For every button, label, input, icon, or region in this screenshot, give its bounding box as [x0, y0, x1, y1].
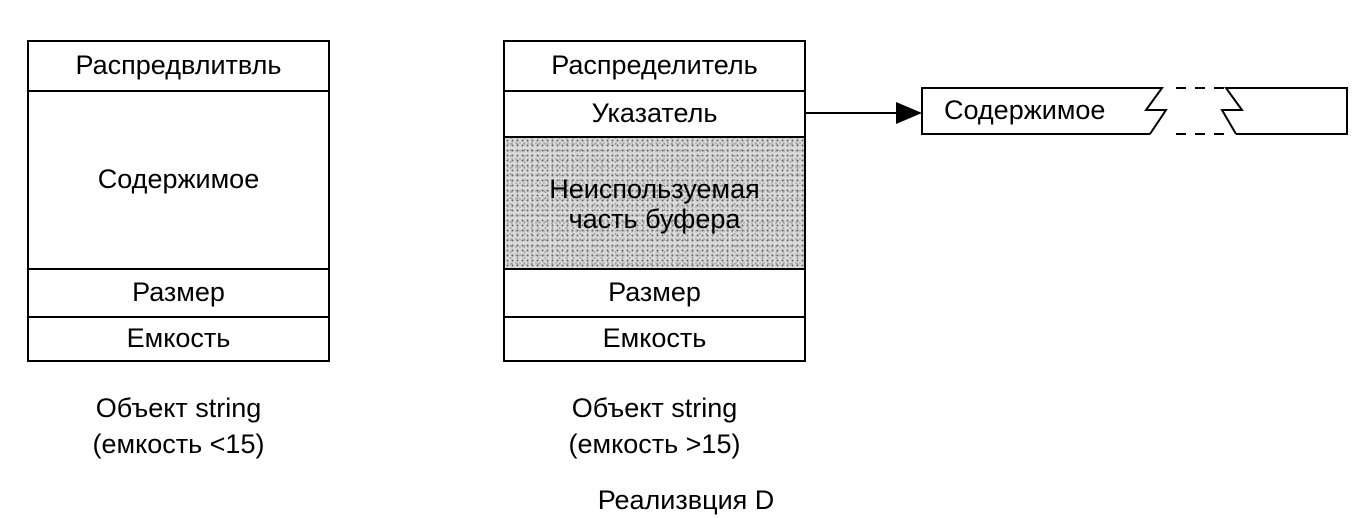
- left-size-cell: Размер: [29, 268, 328, 316]
- left-content-cell: Содержимое: [29, 90, 328, 268]
- right-allocator-cell: Распределитель: [551, 50, 758, 81]
- left-allocator-cell: Распредвлитвль: [75, 50, 282, 81]
- left-caption-line1: Объект string: [95, 393, 262, 423]
- left-caption: Объект string (емкость <15): [27, 390, 330, 462]
- heap-buffer: [921, 87, 1348, 135]
- footer-title: Реализвция D: [597, 485, 775, 515]
- right-unused-buffer-label: Неиспользуемая часть буфера: [549, 174, 760, 234]
- heap-buffer-label: Содержимое: [944, 95, 1106, 125]
- right-pointer-cell: Указатель: [505, 90, 804, 136]
- left-caption-line2: (емкость <15): [92, 429, 265, 459]
- right-caption-line1: Объект string: [571, 393, 738, 423]
- right-caption: Объект string (емкость >15): [503, 390, 806, 462]
- right-capacity-cell: Емкость: [505, 316, 804, 360]
- right-unused-buffer-cell: Неиспользуемая часть буфера: [505, 136, 804, 268]
- left-capacity-cell: Емкость: [29, 316, 328, 360]
- right-caption-line2: (емкость >15): [568, 429, 741, 459]
- right-size-cell: Размер: [505, 268, 804, 316]
- right-string-object: Распределитель Указатель Неиспользуемая …: [503, 40, 806, 362]
- left-string-object: Распредвлитвль Содержимое Размер Емкость: [27, 40, 330, 362]
- pointer-arrow: [806, 102, 922, 124]
